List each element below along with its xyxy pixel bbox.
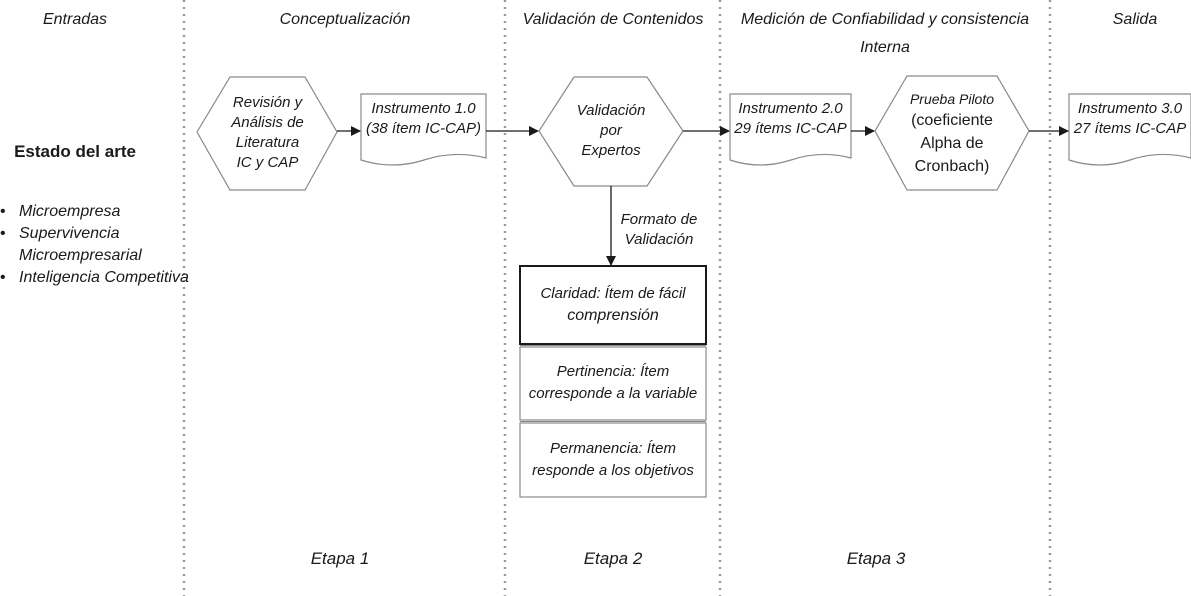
header-medicion-line2: Interna xyxy=(860,39,910,56)
instrumento2-document xyxy=(729,93,852,166)
revision-label: Revisión y Análisis de Literatura IC y C… xyxy=(231,94,304,171)
criteria-box-pertinencia xyxy=(519,346,707,421)
input-item-microempresa: Microempresa xyxy=(0,201,189,223)
revision-hexagon xyxy=(196,76,338,191)
instrumento3-document xyxy=(1068,93,1191,166)
criteria-claridad: Claridad: Ítem de fácil comprensión xyxy=(540,285,686,324)
validacion-hexagon xyxy=(538,76,684,187)
instrumento1-document xyxy=(360,93,487,166)
criteria-box-permanencia xyxy=(519,422,707,498)
input-item-inteligencia: Inteligencia Competitiva xyxy=(0,267,189,289)
stage-1: Etapa 1 xyxy=(310,549,370,568)
instrumento3-label: Instrumento 3.0 27 ítems IC-CAP xyxy=(1073,100,1187,137)
instrumento2-label: Instrumento 2.0 29 ítems IC-CAP xyxy=(734,100,847,137)
stage-2: Etapa 2 xyxy=(583,549,643,568)
header-validacion: Validación de Contenidos xyxy=(522,11,704,28)
criteria-permanencia: Permanencia: Ítem responde a los objetiv… xyxy=(532,440,694,479)
validacion-expertos-label: Validación por Expertos xyxy=(576,102,646,159)
criteria-box-claridad xyxy=(519,265,707,345)
prueba-piloto-label: Prueba Piloto (coeficiente Alpha de Cron… xyxy=(909,90,995,175)
input-item-microempresarial: Microempresarial xyxy=(19,247,142,264)
inputs-list: Microempresa Supervivencia Microempresar… xyxy=(0,201,189,289)
input-item-supervivencia: Supervivencia xyxy=(0,223,189,245)
header-medicion-line1: Medición de Confiabilidad y consistencia xyxy=(740,11,1030,28)
stage-3: Etapa 3 xyxy=(846,549,906,568)
formato-label: Formato de Validación xyxy=(620,211,698,248)
instrumento1-label: Instrumento 1.0 (38 ítem IC-CAP) xyxy=(365,100,482,137)
header-salida: Salida xyxy=(1112,11,1158,28)
prueba-piloto-hexagon xyxy=(874,75,1030,191)
header-entradas: Entradas xyxy=(42,11,108,28)
inputs-title: Estado del arte xyxy=(14,142,136,161)
criteria-pertinencia: Pertinencia: Ítem corresponde a la varia… xyxy=(528,363,698,402)
header-conceptualizacion: Conceptualización xyxy=(279,11,411,28)
